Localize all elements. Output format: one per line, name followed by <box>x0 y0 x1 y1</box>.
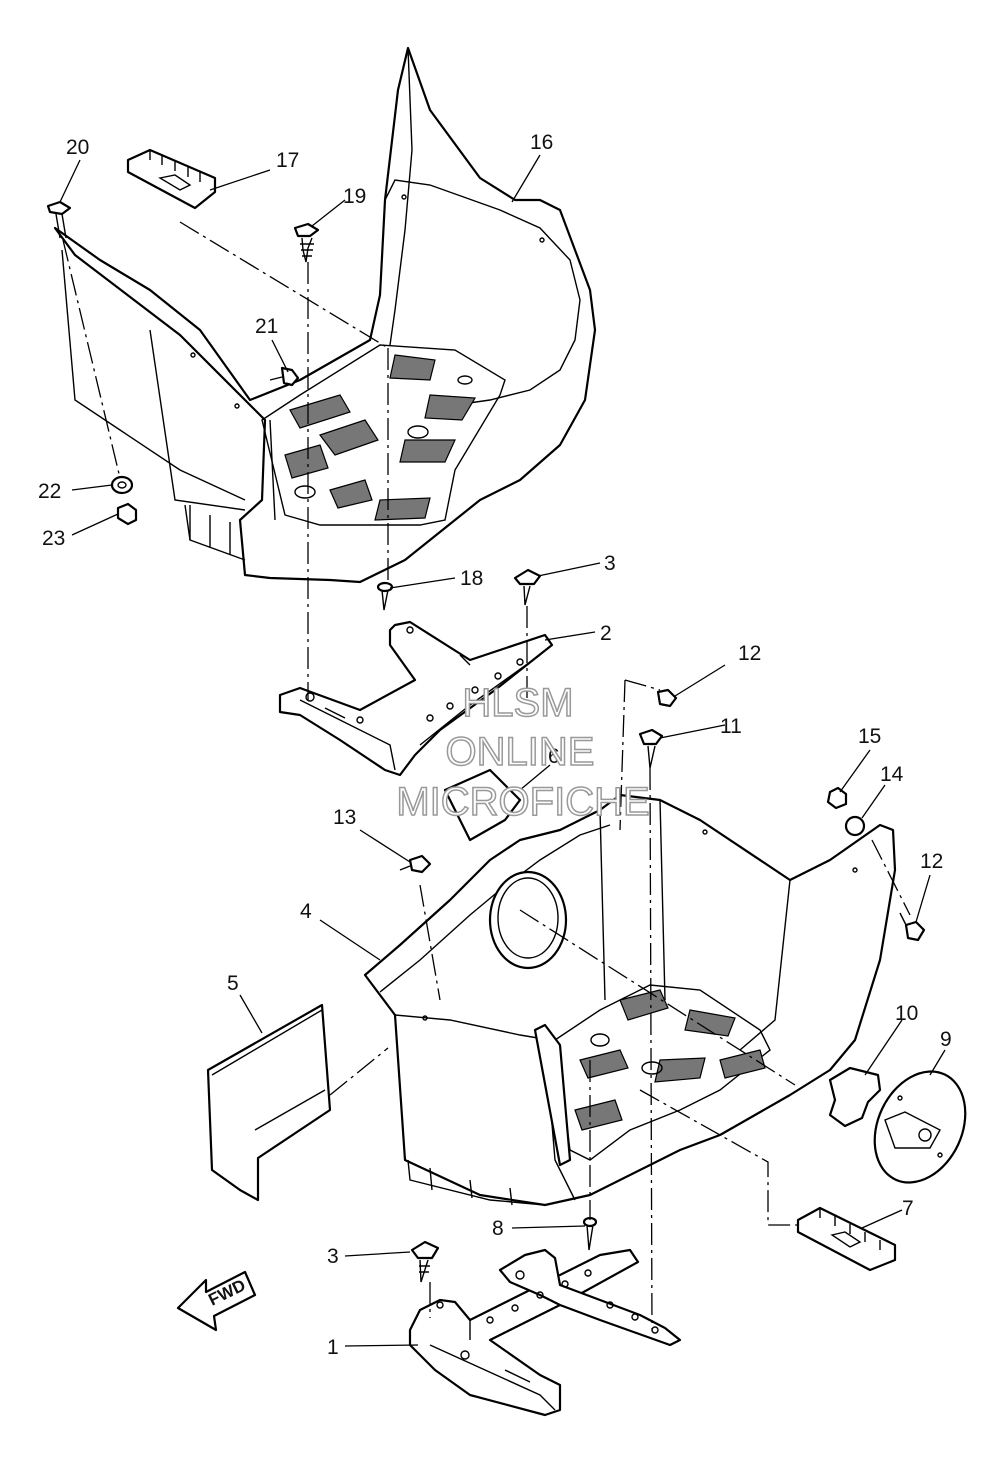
callout-6: 6 <box>548 745 560 768</box>
bolt-part-13 <box>399 854 432 874</box>
callout-10: 10 <box>895 1002 918 1025</box>
callout-8: 8 <box>492 1217 504 1240</box>
pad-part-17 <box>126 148 217 210</box>
callout-15: 15 <box>858 725 881 748</box>
callout-11: 11 <box>720 715 742 738</box>
callout-18: 18 <box>460 567 483 590</box>
callout-numbers: 20 17 19 16 21 22 23 18 3 2 12 11 6 15 1… <box>38 131 952 1359</box>
watermark-line-3: MICROFICHE <box>396 780 649 824</box>
bolt-part-3-lower <box>410 1240 440 1283</box>
watermark-line-2: ONLINE <box>446 730 595 774</box>
flap-part-6 <box>443 768 522 842</box>
bolt-part-12-upper <box>656 688 678 708</box>
callout-3-upper: 3 <box>604 552 616 575</box>
nut-part-23 <box>116 502 138 526</box>
callout-1: 1 <box>327 1336 339 1359</box>
callout-16: 16 <box>530 131 553 154</box>
callout-13: 13 <box>333 806 356 829</box>
lower-footrest-part-4 <box>363 793 897 1207</box>
washer-part-22 <box>110 475 134 495</box>
bolt-part-3-upper <box>513 568 542 606</box>
gasket-part-10 <box>828 1066 882 1128</box>
callout-2: 2 <box>600 622 612 645</box>
callout-22: 22 <box>38 480 61 503</box>
callout-20: 20 <box>66 136 89 159</box>
rivet-part-18 <box>376 581 394 611</box>
pad-part-7 <box>796 1206 897 1272</box>
watermark-line-1: HLSM <box>462 681 573 725</box>
callout-7: 7 <box>902 1197 914 1220</box>
forward-direction-arrow: FWD <box>176 1270 257 1332</box>
callout-9: 9 <box>940 1028 952 1051</box>
leader-lines <box>59 154 946 1347</box>
callout-4: 4 <box>300 900 312 923</box>
watermark: HLSM ONLINE MICROFICHE <box>396 680 651 825</box>
callout-12-lower: 12 <box>920 850 943 873</box>
callout-12-upper: 12 <box>738 642 761 665</box>
bracket-part-2 <box>278 620 554 777</box>
bracket-part-1 <box>408 1248 682 1417</box>
bolt-part-11 <box>638 728 664 769</box>
nut-part-15 <box>826 786 848 810</box>
bolt-part-21 <box>269 366 300 387</box>
rivet-part-8 <box>582 1216 598 1251</box>
assembly-lines <box>62 221 911 1331</box>
callout-14: 14 <box>880 763 904 786</box>
upper-footrest-part-16 <box>53 46 597 584</box>
washer-part-14 <box>844 815 866 837</box>
callout-23: 23 <box>42 527 65 550</box>
sticker-part-5 <box>206 1003 332 1202</box>
callout-21: 21 <box>255 315 278 338</box>
callout-19: 19 <box>343 185 366 208</box>
callout-17: 17 <box>276 149 299 172</box>
callout-3-lower: 3 <box>327 1245 339 1268</box>
bolt-part-19 <box>293 222 320 263</box>
bolt-part-20 <box>46 200 72 239</box>
bolt-part-12-lower <box>899 912 926 942</box>
cap-part-9 <box>873 1070 967 1184</box>
callout-5: 5 <box>227 972 239 995</box>
